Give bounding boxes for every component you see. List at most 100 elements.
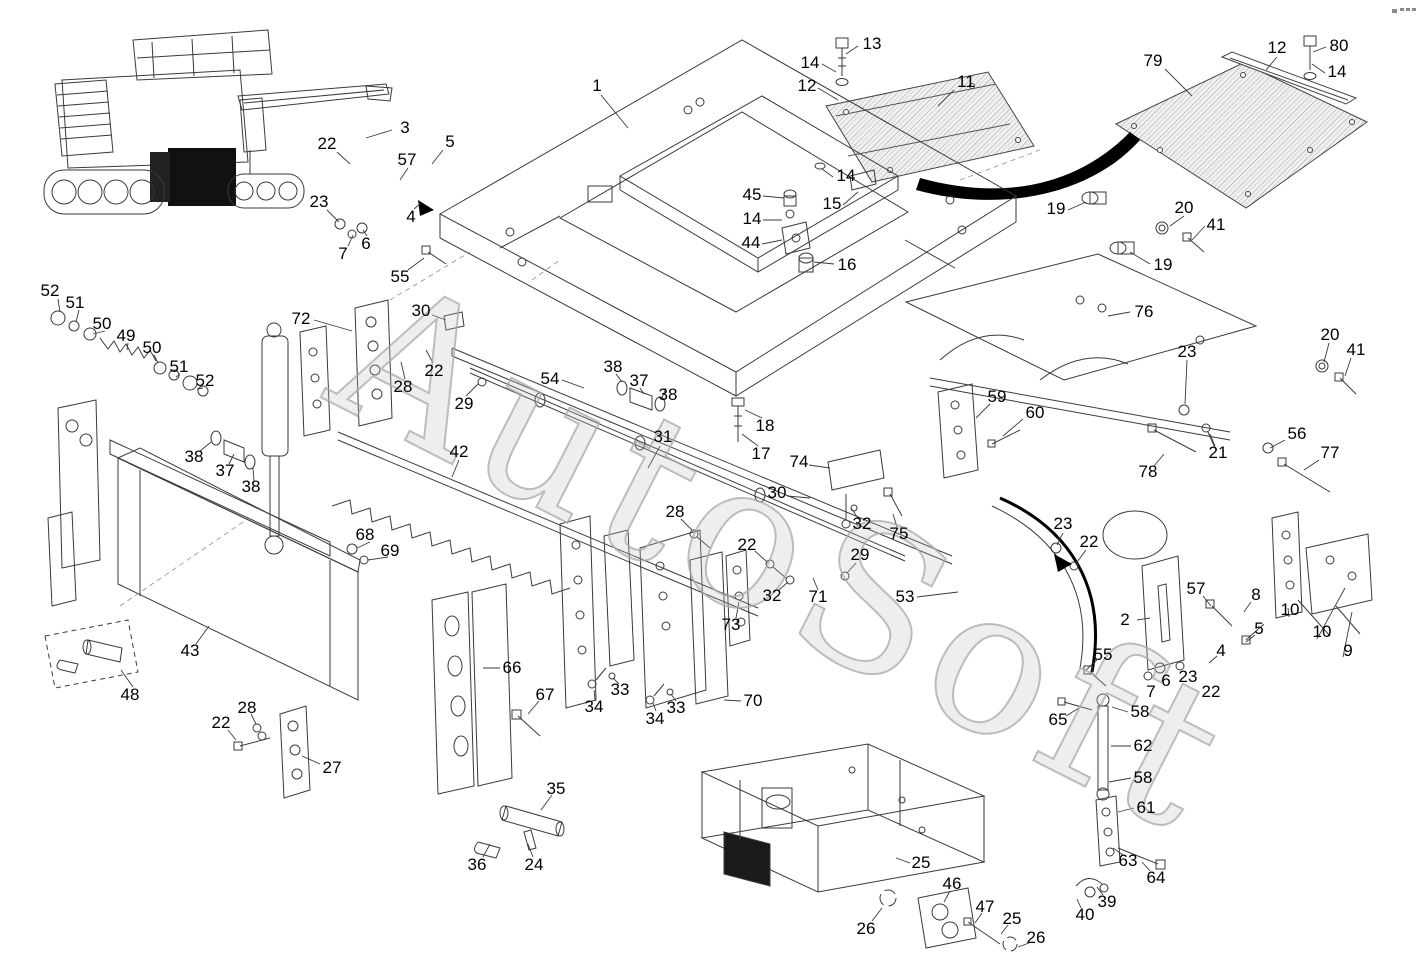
part-callout-54: 54 [540, 369, 560, 388]
part-callout-46: 46 [942, 874, 962, 893]
leader-lines [57, 45, 1353, 948]
part-callout-58: 58 [1133, 768, 1153, 787]
part-callout-23: 23 [1178, 667, 1198, 686]
kit-box-48 [44, 619, 139, 689]
part-callout-22: 22 [1079, 532, 1099, 551]
part-callout-79: 79 [1143, 51, 1163, 70]
part-callout-10: 10 [1280, 600, 1300, 619]
bolts-right-mid [1147, 423, 1331, 493]
part-callout-64: 64 [1146, 868, 1166, 887]
part-callout-47: 47 [975, 897, 995, 916]
part-callout-20: 20 [1174, 198, 1194, 217]
part-callout-7: 7 [1146, 682, 1156, 701]
part-callout-23: 23 [1177, 342, 1197, 361]
part-callout-22: 22 [1201, 682, 1221, 701]
hydraulic-cylinder [261, 322, 289, 555]
part-callout-60: 60 [1025, 403, 1045, 422]
part-callout-29: 29 [850, 545, 870, 564]
construction-lines [119, 149, 1041, 607]
part-callout-77: 77 [1320, 443, 1340, 462]
part-callout-15: 15 [822, 194, 842, 213]
part-callout-33: 33 [610, 680, 630, 699]
part-callout-39: 39 [1097, 892, 1117, 911]
part-callout-33: 33 [666, 698, 686, 717]
part-callout-67: 67 [535, 685, 555, 704]
part-callout-75: 75 [889, 524, 909, 543]
bolt-17-18 [731, 397, 745, 442]
bolts-33-34 [587, 667, 674, 705]
part-callout-22: 22 [424, 361, 444, 380]
part-callout-26: 26 [1026, 928, 1046, 947]
part-callout-22: 22 [211, 713, 231, 732]
part-callout-25: 25 [1002, 909, 1022, 928]
part-callout-50: 50 [142, 338, 162, 357]
part-callout-38: 38 [241, 477, 261, 496]
main-frame [438, 39, 1017, 397]
part-callout-26: 26 [856, 919, 876, 938]
part-callout-7: 7 [338, 244, 348, 263]
part-callout-37: 37 [215, 461, 235, 480]
part-callout-62: 62 [1133, 736, 1153, 755]
part-callout-41: 41 [1206, 215, 1226, 234]
part-callout-5: 5 [445, 132, 455, 151]
part-callout-11: 11 [957, 72, 975, 91]
plate-2 [1141, 555, 1185, 671]
kit-parts-48 [56, 639, 123, 674]
bracket-44-45 [781, 162, 877, 273]
part-callout-10: 10 [1312, 622, 1332, 641]
part-callout-19: 19 [1046, 199, 1066, 218]
support-plates-66 [431, 583, 541, 795]
center-plates [559, 515, 751, 709]
part-callout-50: 50 [92, 314, 112, 333]
grate-plate-79 [1114, 62, 1368, 209]
machine-thumbnail [43, 29, 393, 215]
part-callout-23: 23 [1053, 514, 1073, 533]
part-callout-24: 24 [524, 855, 544, 874]
part-callout-65: 65 [1048, 710, 1068, 729]
part-callout-78: 78 [1138, 462, 1158, 481]
part-callout-27: 27 [322, 758, 342, 777]
part-callout-38: 38 [184, 447, 204, 466]
part-callout-61: 61 [1136, 798, 1156, 817]
part-callout-17: 17 [751, 444, 771, 463]
part-callout-19: 19 [1153, 255, 1173, 274]
part-callout-14: 14 [742, 209, 762, 228]
part-callout-2: 2 [1120, 610, 1130, 629]
bushings-37-38 [210, 380, 666, 470]
part-callout-22: 22 [317, 134, 337, 153]
plugs-19 [1081, 191, 1357, 395]
part-callout-51: 51 [169, 357, 189, 376]
bracket-46-47 [879, 887, 1018, 952]
bracket-59 [937, 383, 1021, 479]
part-callout-80: 80 [1329, 36, 1349, 55]
stay-rod-assembly [1057, 693, 1166, 898]
part-callout-30: 30 [411, 301, 431, 320]
part-callout-35: 35 [546, 779, 566, 798]
plate-72 [299, 299, 393, 437]
part-callout-12: 12 [797, 76, 817, 95]
part-callout-48: 48 [120, 685, 140, 704]
part-callout-3: 3 [400, 118, 410, 137]
part-callout-43: 43 [180, 641, 200, 660]
part-callout-21: 21 [1208, 443, 1228, 462]
part-callout-34: 34 [645, 709, 665, 728]
part-callout-34: 34 [584, 697, 604, 716]
part-callout-14: 14 [1327, 62, 1347, 81]
part-callout-25: 25 [911, 853, 931, 872]
right-brackets-8-10 [1271, 511, 1373, 637]
part-callout-5: 5 [1254, 619, 1264, 638]
part-callout-6: 6 [361, 234, 371, 253]
part-callout-63: 63 [1118, 851, 1138, 870]
part-callout-56: 56 [1287, 424, 1307, 443]
part-callout-45: 45 [742, 185, 762, 204]
part-callout-32: 32 [762, 586, 782, 605]
part-callout-13: 13 [862, 34, 882, 53]
part-callout-52: 52 [40, 281, 60, 300]
part-callout-76: 76 [1134, 302, 1154, 321]
part-callout-53: 53 [895, 587, 915, 606]
part-callout-59: 59 [987, 387, 1007, 406]
plate-27 [233, 705, 311, 799]
part-callout-18: 18 [755, 416, 775, 435]
